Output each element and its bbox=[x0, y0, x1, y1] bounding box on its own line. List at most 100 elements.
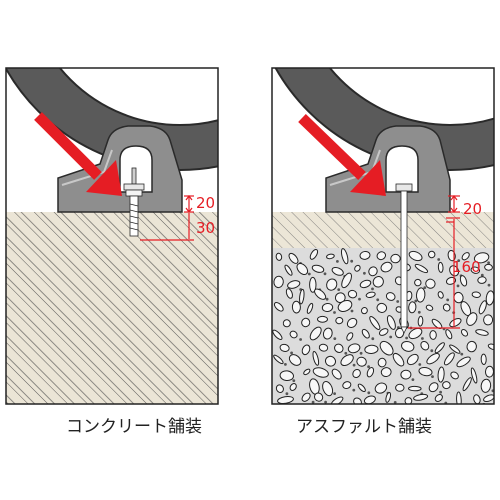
aggregate-stone bbox=[301, 317, 311, 328]
aggregate-stone bbox=[347, 289, 358, 299]
aggregate-stone bbox=[309, 326, 322, 341]
aggregate-stone bbox=[359, 250, 371, 260]
aggregate-stone bbox=[335, 316, 344, 325]
aggregate-stone bbox=[390, 253, 401, 264]
aggregate-grain bbox=[333, 392, 336, 395]
aggregate-grain bbox=[358, 297, 361, 301]
aggregate-stone bbox=[279, 343, 290, 352]
aggregate-stone bbox=[287, 280, 301, 289]
indicator-arrow-icon bbox=[34, 112, 122, 196]
aggregate-stone bbox=[347, 343, 361, 354]
aggregate-grain bbox=[417, 310, 421, 314]
aggregate-stone bbox=[357, 383, 366, 393]
aggregate-stone bbox=[334, 343, 344, 353]
aggregate-stone bbox=[470, 266, 481, 274]
aggregate-grain bbox=[367, 365, 370, 369]
aggregate-stone bbox=[380, 261, 393, 273]
aggregate-grain bbox=[495, 402, 498, 405]
dimension-label-bottom-left: 30 bbox=[196, 219, 215, 237]
aggregate-stone bbox=[437, 291, 444, 299]
aggregate-grain bbox=[414, 405, 417, 408]
aggregate-stone bbox=[306, 302, 314, 314]
aggregate-stone bbox=[314, 288, 327, 300]
aggregate-stone bbox=[352, 368, 361, 379]
aggregate-stone bbox=[379, 340, 394, 356]
dimension-label-bottom-right: 160 bbox=[452, 258, 481, 276]
aggregate-stone bbox=[314, 392, 324, 402]
aggregate-stone bbox=[366, 367, 375, 378]
aggregate-stone bbox=[459, 275, 468, 287]
aggregate-stone bbox=[303, 368, 311, 376]
aggregate-stone bbox=[408, 301, 417, 314]
aggregate-stone bbox=[279, 370, 294, 382]
aggregate-grain bbox=[456, 284, 460, 288]
caption-asphalt-pavement: アスファルト舗装 bbox=[296, 417, 432, 437]
aggregate-stone bbox=[429, 330, 437, 340]
aggregate-stone bbox=[426, 353, 440, 365]
aggregate-stone bbox=[475, 329, 489, 336]
aggregate-stone bbox=[480, 353, 487, 365]
aggregate-stone bbox=[326, 278, 338, 291]
aggregate-stone bbox=[296, 262, 309, 276]
dimension-label-top-left: 20 bbox=[196, 194, 215, 212]
aggregate-grain bbox=[371, 287, 374, 291]
aggregate-grain bbox=[376, 298, 380, 302]
aggregate-stone bbox=[331, 368, 342, 380]
aggregate-stone bbox=[312, 351, 320, 366]
aggregate-stone bbox=[466, 312, 478, 326]
aggregate-stone bbox=[324, 355, 337, 367]
aggregate-stone bbox=[275, 252, 283, 261]
aggregate-stone bbox=[288, 252, 299, 264]
aggregate-stone bbox=[417, 315, 424, 327]
aggregate-stone bbox=[473, 252, 490, 264]
aggregate-stone bbox=[317, 315, 328, 323]
anchor-pin-icon bbox=[395, 183, 413, 334]
aggregate-stone bbox=[380, 367, 392, 378]
aggregate-stone bbox=[483, 394, 494, 403]
aggregate-stone bbox=[449, 344, 461, 354]
aggregate-stone bbox=[470, 367, 478, 384]
aggregate-grain bbox=[290, 351, 293, 355]
aggregate-stone bbox=[434, 394, 443, 402]
aggregate-stone bbox=[372, 276, 384, 288]
aggregate-stone bbox=[288, 354, 302, 366]
aggregate-grain bbox=[352, 363, 356, 367]
aggregate-stone bbox=[385, 391, 392, 403]
aggregate-stone bbox=[461, 252, 470, 261]
aggregate-grain bbox=[437, 258, 441, 261]
aggregate-stone bbox=[299, 288, 305, 305]
aggregate-stone bbox=[425, 278, 436, 289]
aggregate-stone bbox=[443, 352, 455, 366]
aggregate-stone bbox=[401, 340, 415, 352]
aggregate-stone bbox=[364, 344, 379, 355]
aggregate-grain bbox=[333, 311, 336, 314]
aggregate-stone bbox=[480, 378, 492, 393]
aggregate-grain bbox=[350, 259, 354, 263]
aggregate-stone bbox=[420, 340, 430, 351]
aggregate-stone bbox=[406, 353, 419, 366]
aggregate-stone bbox=[326, 253, 335, 260]
aggregate-stone bbox=[445, 276, 457, 285]
aggregate-stone bbox=[376, 251, 387, 261]
aggregate-grain bbox=[311, 400, 315, 404]
aggregate-stone bbox=[471, 291, 481, 298]
aggregate-stone bbox=[483, 314, 494, 326]
aggregate-stone bbox=[284, 264, 293, 276]
aggregate-stone bbox=[450, 371, 459, 380]
aggregate-grain bbox=[343, 405, 346, 408]
aggregate-stone bbox=[273, 275, 284, 289]
aggregate-stone bbox=[272, 329, 283, 340]
aggregate-stone bbox=[404, 397, 413, 404]
aggregate-stones bbox=[272, 248, 498, 408]
aggregate-grain bbox=[299, 338, 302, 341]
aggregate-stone bbox=[425, 304, 434, 311]
aggregate-grain bbox=[337, 288, 341, 291]
aggregate-grain bbox=[325, 297, 329, 301]
aggregate-stone bbox=[434, 342, 445, 354]
aggregate-stone bbox=[282, 319, 291, 328]
aggregate-stone bbox=[342, 381, 352, 390]
aggregate-stone bbox=[418, 366, 433, 377]
aggregate-stone bbox=[477, 276, 487, 284]
aggregate-grain bbox=[389, 335, 393, 339]
aggregate-stone bbox=[456, 391, 462, 404]
